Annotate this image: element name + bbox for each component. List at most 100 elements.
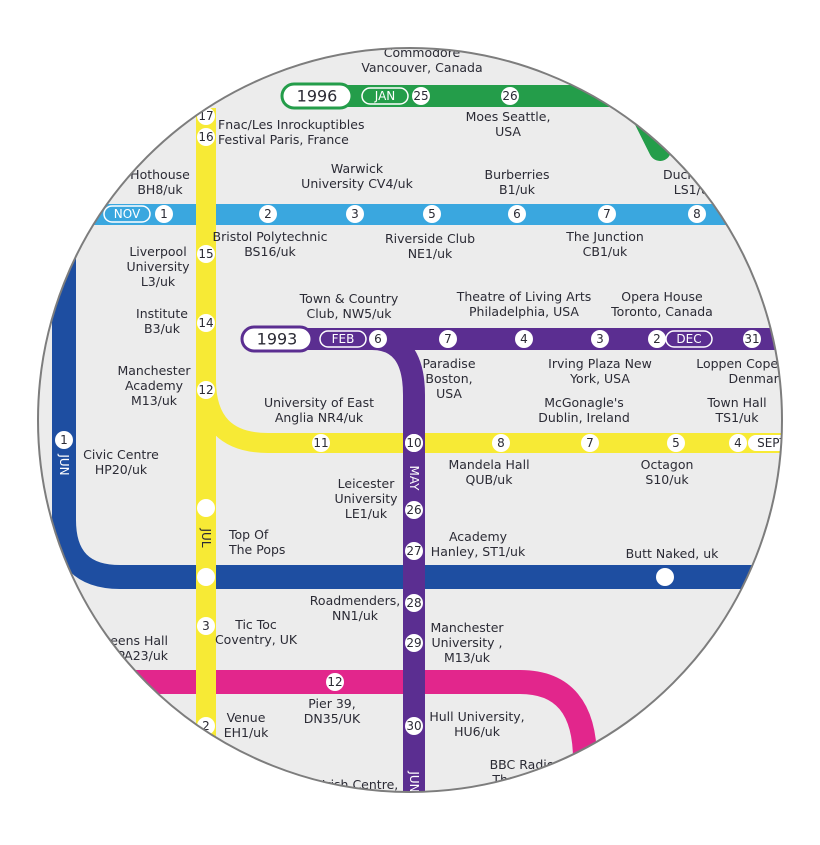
station-cyan-6-dot[interactable] <box>688 205 706 223</box>
station-dot-jul[interactable] <box>197 499 215 517</box>
label-institute-line: Institute <box>136 306 188 321</box>
station-cyan-3-number: 5 <box>428 207 436 221</box>
station-purple-col-4-dot[interactable] <box>405 634 423 652</box>
station-yellow-row-2-dot[interactable] <box>492 434 510 452</box>
station-cyan-3-dot[interactable] <box>423 205 441 223</box>
label-topofpops-line: The Pops <box>228 542 285 557</box>
month-jul: JUL <box>199 527 213 547</box>
label-manchester_uni-line: M13/uk <box>444 650 491 665</box>
station-dot-topofpops[interactable] <box>197 568 215 586</box>
station-cyan-6[interactable]: 8 <box>688 205 706 223</box>
feb-pill <box>319 330 367 348</box>
station-yellow-row-0[interactable]: 11 <box>312 434 330 452</box>
label-liverpool-line: Liverpool <box>129 244 186 259</box>
station-purple-col-1-dot[interactable] <box>405 501 423 519</box>
label-leicester-line: LE1/uk <box>345 506 388 521</box>
station-cyan-0[interactable]: 1 <box>155 205 173 223</box>
station-magenta-12[interactable]: 12 <box>326 673 344 691</box>
station-cyan-1-dot[interactable] <box>259 205 277 223</box>
station-yellow-row-2[interactable]: 8 <box>492 434 510 452</box>
label-manchester_academy-line: Manchester <box>117 363 191 378</box>
station-blue-1[interactable]: 1 <box>55 431 73 449</box>
station-yellow-row-3[interactable]: 7 <box>581 434 599 452</box>
station-yellow-row-4-dot[interactable] <box>667 434 685 452</box>
station-yellow-row-1-number: 10 <box>406 436 421 450</box>
station-yellow-col-4-dot[interactable] <box>197 381 215 399</box>
station-purple-row-4-dot[interactable] <box>648 330 666 348</box>
jan-pill <box>361 87 409 105</box>
station-yellow-row-5-dot[interactable] <box>729 434 747 452</box>
label-mcgonagles-line: McGonagle's <box>544 395 624 410</box>
station-yellow-col-3[interactable]: 14 <box>197 314 215 332</box>
station-yellow-col-3-dot[interactable] <box>197 314 215 332</box>
station-purple-col-3-dot[interactable] <box>405 594 423 612</box>
station-cyan-2[interactable]: 3 <box>346 205 364 223</box>
station-cyan-3[interactable]: 5 <box>423 205 441 223</box>
label-venue-line: Venue <box>227 710 266 725</box>
label-townhall-line: TS1/uk <box>715 410 760 425</box>
station-purple-row-1[interactable]: 7 <box>439 330 457 348</box>
station-cyan-1[interactable]: 2 <box>259 205 277 223</box>
station-magenta-12-dot[interactable] <box>326 673 344 691</box>
station-purple-row-4[interactable]: 2 <box>648 330 666 348</box>
station-blue-1-dot[interactable] <box>55 431 73 449</box>
station-purple-col-3[interactable]: 28 <box>405 594 423 612</box>
station-purple-row-0[interactable]: 6 <box>369 330 387 348</box>
station-cyan-4-dot[interactable] <box>508 205 526 223</box>
station-cyan-2-number: 3 <box>351 207 359 221</box>
station-purple-row-5-dot[interactable] <box>743 330 761 348</box>
label-liverpool-line: L3/uk <box>141 274 176 289</box>
station-yellow-row-5[interactable]: 4 <box>729 434 747 452</box>
station-yellow-col-4[interactable]: 12 <box>197 381 215 399</box>
label-burberries-line: Burberries <box>485 167 550 182</box>
label-theatre-line: Philadelphia, USA <box>469 304 579 319</box>
station-cyan-0-dot[interactable] <box>155 205 173 223</box>
station-green-26[interactable]: 26 <box>501 87 519 105</box>
station-yellow-row-3-dot[interactable] <box>581 434 599 452</box>
station-yellow-col-2-dot[interactable] <box>197 245 215 263</box>
station-yellow-row-0-dot[interactable] <box>312 434 330 452</box>
station-purple-col-2[interactable]: 27 <box>405 542 423 560</box>
station-yellow-row-1[interactable]: 10 <box>405 434 423 452</box>
station-cyan-2-dot[interactable] <box>346 205 364 223</box>
label-pier39-line: DN35/UK <box>304 711 361 726</box>
station-yellow-col-1-dot[interactable] <box>197 128 215 146</box>
station-purple-row-5[interactable]: 31 <box>743 330 761 348</box>
station-purple-col-1[interactable]: 26 <box>405 501 423 519</box>
station-cyan-5[interactable]: 7 <box>598 205 616 223</box>
station-cyan-4-number: 6 <box>513 207 521 221</box>
station-green-25-dot[interactable] <box>412 87 430 105</box>
station-purple-row-1-dot[interactable] <box>439 330 457 348</box>
station-yellow-col-5-dot[interactable] <box>197 617 215 635</box>
station-yellow-col-2[interactable]: 15 <box>197 245 215 263</box>
station-yellow-col-6-number: 2 <box>202 719 210 733</box>
label-riverside-line: NE1/uk <box>408 246 453 261</box>
station-purple-col-2-dot[interactable] <box>405 542 423 560</box>
station-purple-row-2-dot[interactable] <box>515 330 533 348</box>
label-hanley-line: Academy <box>449 529 508 544</box>
station-purple-col-5[interactable]: 30 <box>405 717 423 735</box>
station-yellow-row-4[interactable]: 5 <box>667 434 685 452</box>
station-yellow-row-1-dot[interactable] <box>405 434 423 452</box>
station-purple-row-0-dot[interactable] <box>369 330 387 348</box>
station-purple-row-3-dot[interactable] <box>591 330 609 348</box>
station-purple-row-3[interactable]: 3 <box>591 330 609 348</box>
station-purple-col-4[interactable]: 29 <box>405 634 423 652</box>
label-roadmenders: Roadmenders,NN1/uk <box>310 593 400 623</box>
station-green-26-dot[interactable] <box>501 87 519 105</box>
station-purple-col-5-dot[interactable] <box>405 717 423 735</box>
station-cyan-5-dot[interactable] <box>598 205 616 223</box>
station-yellow-col-1[interactable]: 16 <box>197 128 215 146</box>
label-irving-line: Irving Plaza New <box>548 356 652 371</box>
station-cyan-4[interactable]: 6 <box>508 205 526 223</box>
station-purple-row-2[interactable]: 4 <box>515 330 533 348</box>
station-green-25[interactable]: 25 <box>412 87 430 105</box>
station-yellow-col-5[interactable]: 3 <box>197 617 215 635</box>
station-dot-buttnaked[interactable] <box>656 568 674 586</box>
